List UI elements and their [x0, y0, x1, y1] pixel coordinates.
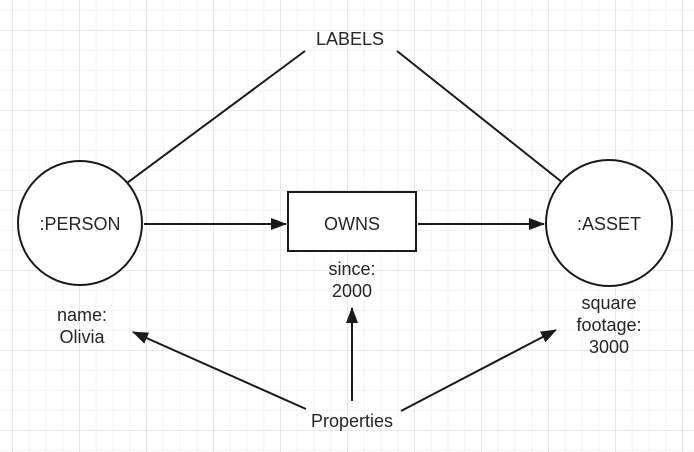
- person-node-label[interactable]: :PERSON: [39, 214, 120, 234]
- owns-relationship-box[interactable]: [287, 191, 417, 252]
- person-node-circle[interactable]: [17, 160, 143, 286]
- asset-footage-property-line1[interactable]: square: [581, 293, 636, 313]
- asset-footage-property-line3[interactable]: 3000: [589, 337, 629, 357]
- owns-relationship-label[interactable]: OWNS: [324, 214, 380, 234]
- edge-properties-to-name[interactable]: [132, 331, 307, 410]
- properties-annotation-title[interactable]: Properties: [311, 411, 393, 431]
- owns-since-property-line1[interactable]: since:: [328, 259, 375, 279]
- person-name-property-line2[interactable]: Olivia: [59, 327, 105, 347]
- edge-labels-to-asset[interactable]: [396, 50, 588, 203]
- edge-properties-to-footage[interactable]: [400, 329, 557, 412]
- owns-since-property-line2[interactable]: 2000: [332, 281, 372, 301]
- asset-node-circle[interactable]: [545, 159, 673, 287]
- asset-footage-property-line2[interactable]: footage:: [576, 315, 641, 335]
- labels-annotation-title[interactable]: LABELS: [316, 29, 384, 49]
- person-name-property-line1[interactable]: name:: [57, 305, 107, 325]
- asset-node-label[interactable]: :ASSET: [577, 214, 641, 234]
- edge-labels-to-person[interactable]: [99, 50, 306, 204]
